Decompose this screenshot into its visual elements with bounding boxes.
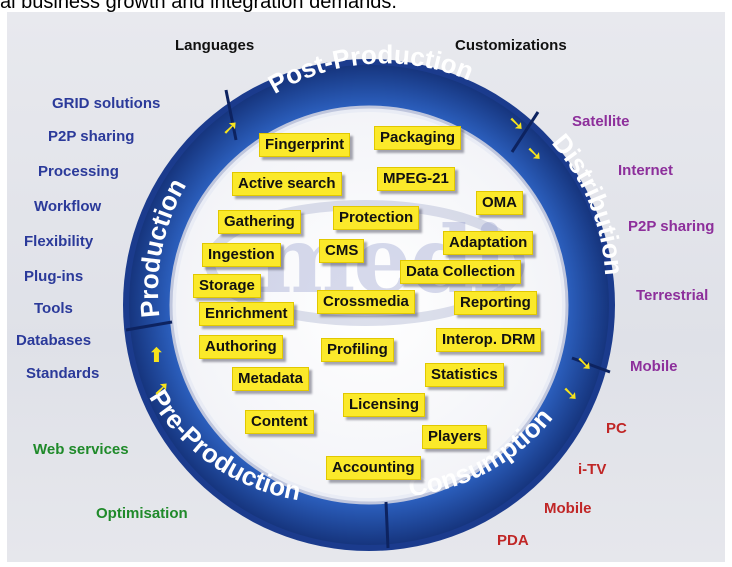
top-item: Customizations	[455, 37, 567, 54]
divider-bottom	[384, 501, 390, 549]
tag-ingestion: Ingestion	[202, 243, 281, 267]
left-item: Databases	[16, 332, 92, 349]
tag-accounting: Accounting	[326, 456, 421, 480]
caption-text: al business growth and integration deman…	[0, 0, 397, 13]
tag-interop-drm: Interop. DRM	[436, 328, 542, 352]
left-item: Plug-ins	[24, 268, 84, 285]
tag-data-collection: Data Collection	[400, 260, 522, 284]
tag-fingerprint: Fingerprint	[259, 133, 351, 157]
tag-packaging: Packaging	[374, 126, 462, 150]
arrow-icon-post-end: ➘	[508, 111, 525, 135]
divider-top-left	[224, 89, 238, 141]
tag-active-search: Active search	[232, 172, 342, 196]
tag-adaptation: Adaptation	[443, 231, 534, 255]
left-item: Workflow	[34, 198, 102, 215]
tag-content: Content	[245, 410, 314, 434]
tag-authoring: Authoring	[199, 335, 283, 359]
divider-right	[571, 356, 611, 374]
arrow-icon-pre-start: ➚	[153, 376, 170, 400]
tag-licensing: Licensing	[343, 393, 426, 417]
tag-enrichment: Enrichment	[199, 302, 294, 326]
tag-cms: CMS	[319, 239, 365, 263]
top-item: Languages	[175, 37, 255, 54]
bottom-item: PDA	[497, 532, 529, 549]
bottom-item: i-TV	[578, 461, 607, 478]
divider-top-right	[510, 111, 540, 153]
arrow-icon-distribution-start: ➘	[526, 141, 543, 165]
tag-oma: OMA	[476, 191, 523, 215]
green-item: Optimisation	[96, 505, 188, 522]
left-item: Tools	[34, 300, 73, 317]
tag-profiling: Profiling	[321, 338, 394, 362]
right-item: Mobile	[630, 358, 678, 375]
left-item: GRID solutions	[52, 95, 161, 112]
tag-statistics: Statistics	[425, 363, 504, 387]
right-item: Terrestrial	[636, 287, 709, 304]
tag-players: Players	[422, 425, 488, 449]
tag-storage: Storage	[193, 274, 261, 298]
tag-metadata: Metadata	[232, 367, 310, 391]
right-item: Internet	[618, 162, 674, 179]
divider-left	[125, 320, 173, 332]
left-item: Processing	[38, 163, 119, 180]
tag-mpeg-21: MPEG-21	[377, 167, 455, 191]
green-item: Web services	[33, 441, 129, 458]
left-item: Standards	[26, 365, 100, 382]
bottom-item: PC	[606, 420, 627, 437]
tag-protection: Protection	[333, 206, 420, 230]
tag-reporting: Reporting	[454, 291, 537, 315]
right-item: P2P sharing	[628, 218, 715, 235]
tag-gathering: Gathering	[218, 210, 301, 234]
right-item: Satellite	[572, 113, 630, 130]
left-item: P2P sharing	[48, 128, 135, 145]
arrow-icon-consumption-start: ➘	[576, 351, 593, 375]
left-item: Flexibility	[24, 233, 94, 250]
arrow-icon-post-start: ➚	[222, 115, 239, 139]
bottom-item: Mobile	[544, 500, 592, 517]
arrow-icon-consumption-mid: ➘	[562, 381, 579, 405]
tag-crossmedia: Crossmedia	[317, 290, 415, 314]
arrow-icon-pre-end: ⬆	[148, 343, 165, 367]
